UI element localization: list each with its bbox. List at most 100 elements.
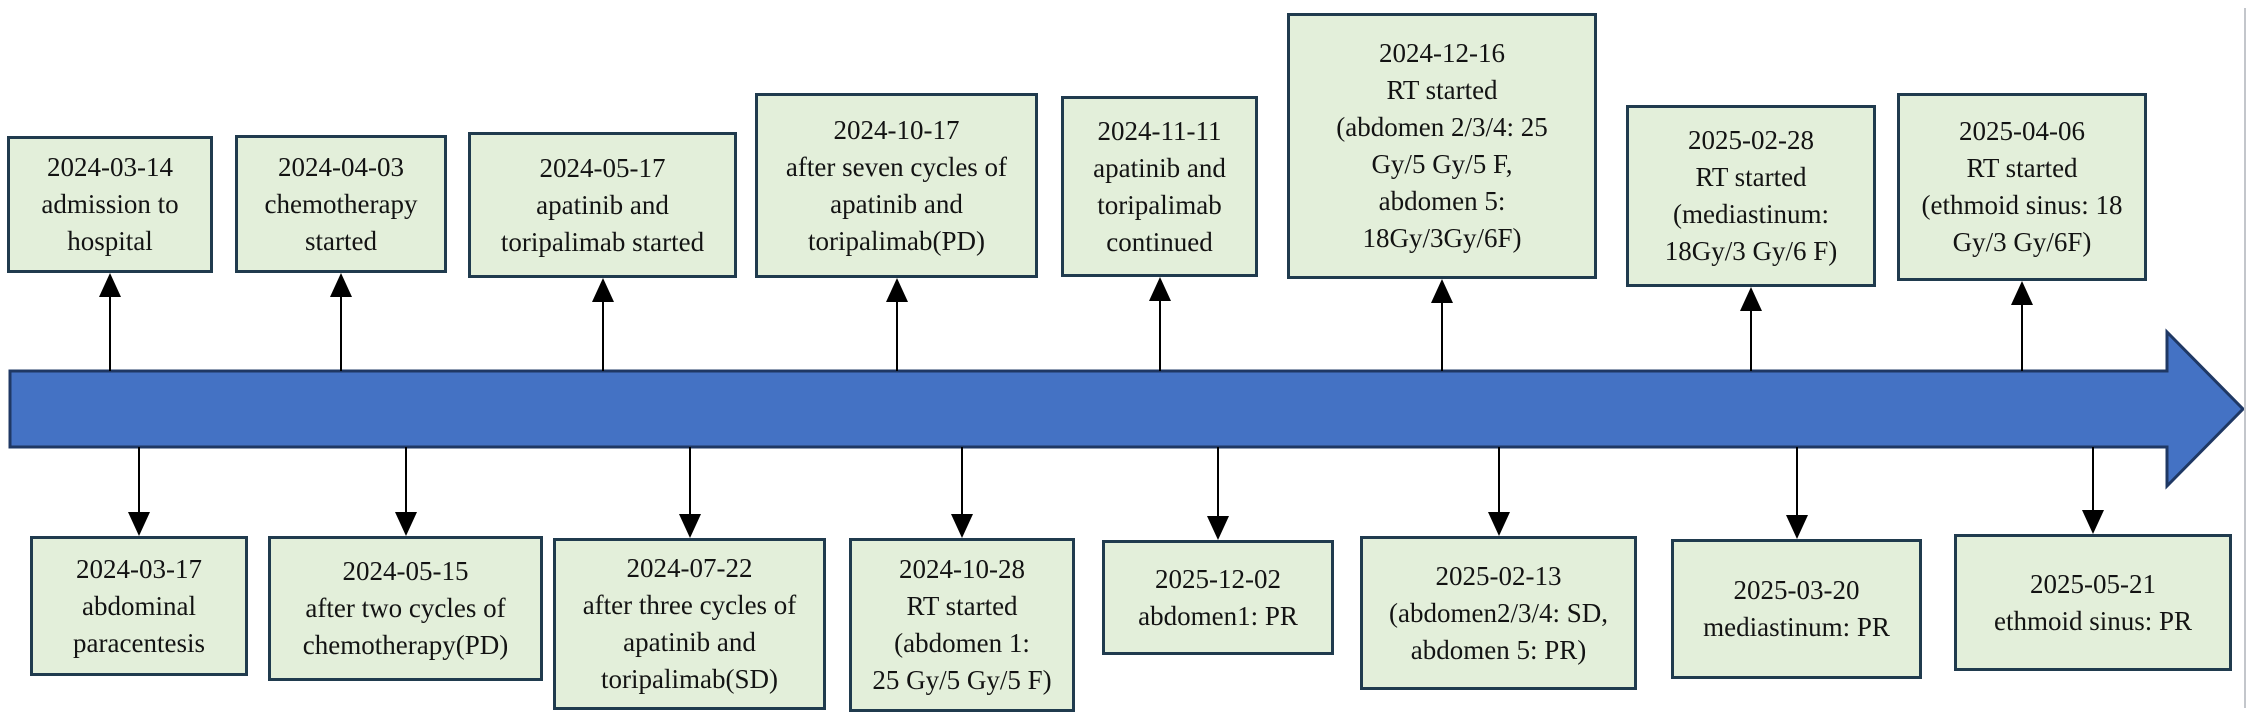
event-date: 2025-02-13 xyxy=(1435,560,1562,591)
arrowhead-up-icon xyxy=(2011,281,2033,305)
event-box: 2025-02-13 (abdomen2/3/4: SD, abdomen 5: … xyxy=(1360,536,1637,690)
event-box: 2024-03-14 admission to hospital xyxy=(7,136,213,273)
event-text-line: abdomen 5: PR) xyxy=(1410,634,1587,665)
event-text-line: paracentesis xyxy=(73,627,205,658)
connector-line xyxy=(405,447,407,516)
event-box: 2024-10-28 RT started (abdomen 1: 25 Gy/5 … xyxy=(849,538,1075,712)
event-text-line: (mediastinum: xyxy=(1673,199,1829,229)
timeline-arrow-shape xyxy=(8,328,2246,490)
arrowhead-down-icon xyxy=(2082,510,2104,534)
event-date: 2024-04-03 xyxy=(278,151,404,182)
connector-line xyxy=(1796,447,1798,519)
event-text-line: apatinib and xyxy=(623,627,756,657)
arrowhead-down-icon xyxy=(679,514,701,538)
connector-line xyxy=(1750,307,1752,371)
connector-line xyxy=(896,298,898,371)
arrowhead-down-icon xyxy=(1207,516,1229,540)
event-text-line: after three cycles of xyxy=(582,590,797,620)
event-text-line: RT started xyxy=(906,591,1018,621)
arrowhead-down-icon xyxy=(1786,515,1808,539)
event-date: 2025-03-20 xyxy=(1733,575,1860,605)
connector-line xyxy=(1159,297,1161,371)
event-text-line: (abdomen 2/3/4: 25 xyxy=(1336,112,1548,142)
event-box: 2024-07-22 after three cycles of apatinib… xyxy=(553,538,826,710)
event-text-line: 25 Gy/5 Gy/5 F) xyxy=(872,665,1052,695)
arrowhead-up-icon xyxy=(330,273,352,297)
event-text-line: after seven cycles of xyxy=(785,151,1008,182)
arrowhead-up-icon xyxy=(99,273,121,297)
event-text-line: 18Gy/3 Gy/6 F) xyxy=(1664,236,1838,266)
event-date: 2024-07-22 xyxy=(626,553,753,583)
page-edge-line xyxy=(2244,8,2246,708)
arrowhead-up-icon xyxy=(592,278,614,302)
event-box: 2024-12-16 RT started (abdomen 2/3/4: 25 G… xyxy=(1287,13,1597,279)
event-text-line: mediastinum: PR xyxy=(1703,612,1890,642)
arrowhead-up-icon xyxy=(1149,277,1171,301)
arrowhead-up-icon xyxy=(1431,279,1453,303)
arrowhead-down-icon xyxy=(128,512,150,536)
event-box: 2024-05-15 after two cycles of chemothera… xyxy=(268,536,543,681)
event-date: 2024-03-17 xyxy=(76,553,202,584)
connector-line xyxy=(1217,447,1219,520)
event-date: 2025-12-02 xyxy=(1155,563,1281,594)
event-date: 2024-11-11 xyxy=(1097,115,1222,146)
event-text-line: RT started xyxy=(1966,153,2078,183)
arrowhead-down-icon xyxy=(395,512,417,536)
event-box: 2025-05-21 ethmoid sinus: PR xyxy=(1954,534,2232,671)
event-text-line: abdominal xyxy=(82,590,196,621)
event-text-line: Gy/3 Gy/6F) xyxy=(1952,227,2092,257)
event-date: 2025-02-28 xyxy=(1688,125,1814,155)
event-box: 2024-03-17 abdominal paracentesis xyxy=(30,536,248,676)
event-box: 2025-03-20 mediastinum: PR xyxy=(1671,539,1922,679)
event-date: 2024-10-28 xyxy=(899,554,1025,584)
connector-line xyxy=(2021,301,2023,371)
event-text-line: apatinib and xyxy=(830,188,963,219)
event-text-line: toripalimab(PD) xyxy=(808,225,985,256)
connector-line xyxy=(138,447,140,516)
event-text-line: abdomen1: PR xyxy=(1138,600,1298,631)
event-text-line: apatinib and xyxy=(1093,152,1226,183)
event-box: 2025-12-02 abdomen1: PR xyxy=(1102,540,1334,655)
connector-line xyxy=(109,293,111,371)
event-text-line: 18Gy/3Gy/6F) xyxy=(1362,223,1522,253)
event-text-line: toripalimab xyxy=(1097,189,1222,220)
event-box: 2025-02-28 RT started(mediastinum:18Gy/3… xyxy=(1626,105,1876,287)
event-text-line: continued xyxy=(1106,226,1213,257)
event-date: 2024-05-15 xyxy=(342,556,469,586)
event-text-line: Gy/5 Gy/5 F, xyxy=(1371,149,1513,179)
event-text-line: abdomen 5: xyxy=(1378,186,1506,216)
connector-line xyxy=(340,293,342,371)
event-text-line: (ethmoid sinus: 18 xyxy=(1921,190,2123,220)
event-box: 2024-10-17 after seven cycles of apatinib… xyxy=(755,93,1038,278)
event-box: 2024-11-11 apatinib and toripalimab contin… xyxy=(1061,96,1258,277)
connector-line xyxy=(2092,447,2094,514)
event-date: 2024-03-14 xyxy=(47,152,173,182)
event-text-line: started xyxy=(305,225,377,256)
arrowhead-down-icon xyxy=(1488,512,1510,536)
event-text-line: chemotherapy xyxy=(264,188,418,219)
event-text-line: RT started xyxy=(1386,75,1498,105)
arrowhead-up-icon xyxy=(1740,287,1762,311)
connector-line xyxy=(961,447,963,518)
event-text-line: apatinib and xyxy=(536,189,669,220)
event-date: 2025-05-21 xyxy=(2030,568,2156,599)
event-text-line: (abdomen2/3/4: SD, xyxy=(1389,597,1608,628)
event-text-line: admission to xyxy=(41,189,179,219)
event-text-line: chemotherapy(PD) xyxy=(302,630,509,660)
event-date: 2025-04-06 xyxy=(1959,116,2085,146)
event-text-line: ethmoid sinus: PR xyxy=(1993,605,2193,636)
event-text-line: toripalimab(SD) xyxy=(601,664,778,694)
connector-line xyxy=(1441,299,1443,371)
event-box: 2024-04-03 chemotherapy started xyxy=(235,135,447,273)
connector-line xyxy=(602,298,604,371)
event-text-line: hospital xyxy=(67,226,153,256)
event-text-line: (abdomen 1: xyxy=(894,628,1030,658)
event-date: 2024-10-17 xyxy=(833,114,960,145)
event-text-line: after two cycles of xyxy=(305,593,506,623)
event-date: 2024-12-16 xyxy=(1379,38,1505,68)
connector-line xyxy=(1498,447,1500,516)
arrowhead-up-icon xyxy=(886,278,908,302)
